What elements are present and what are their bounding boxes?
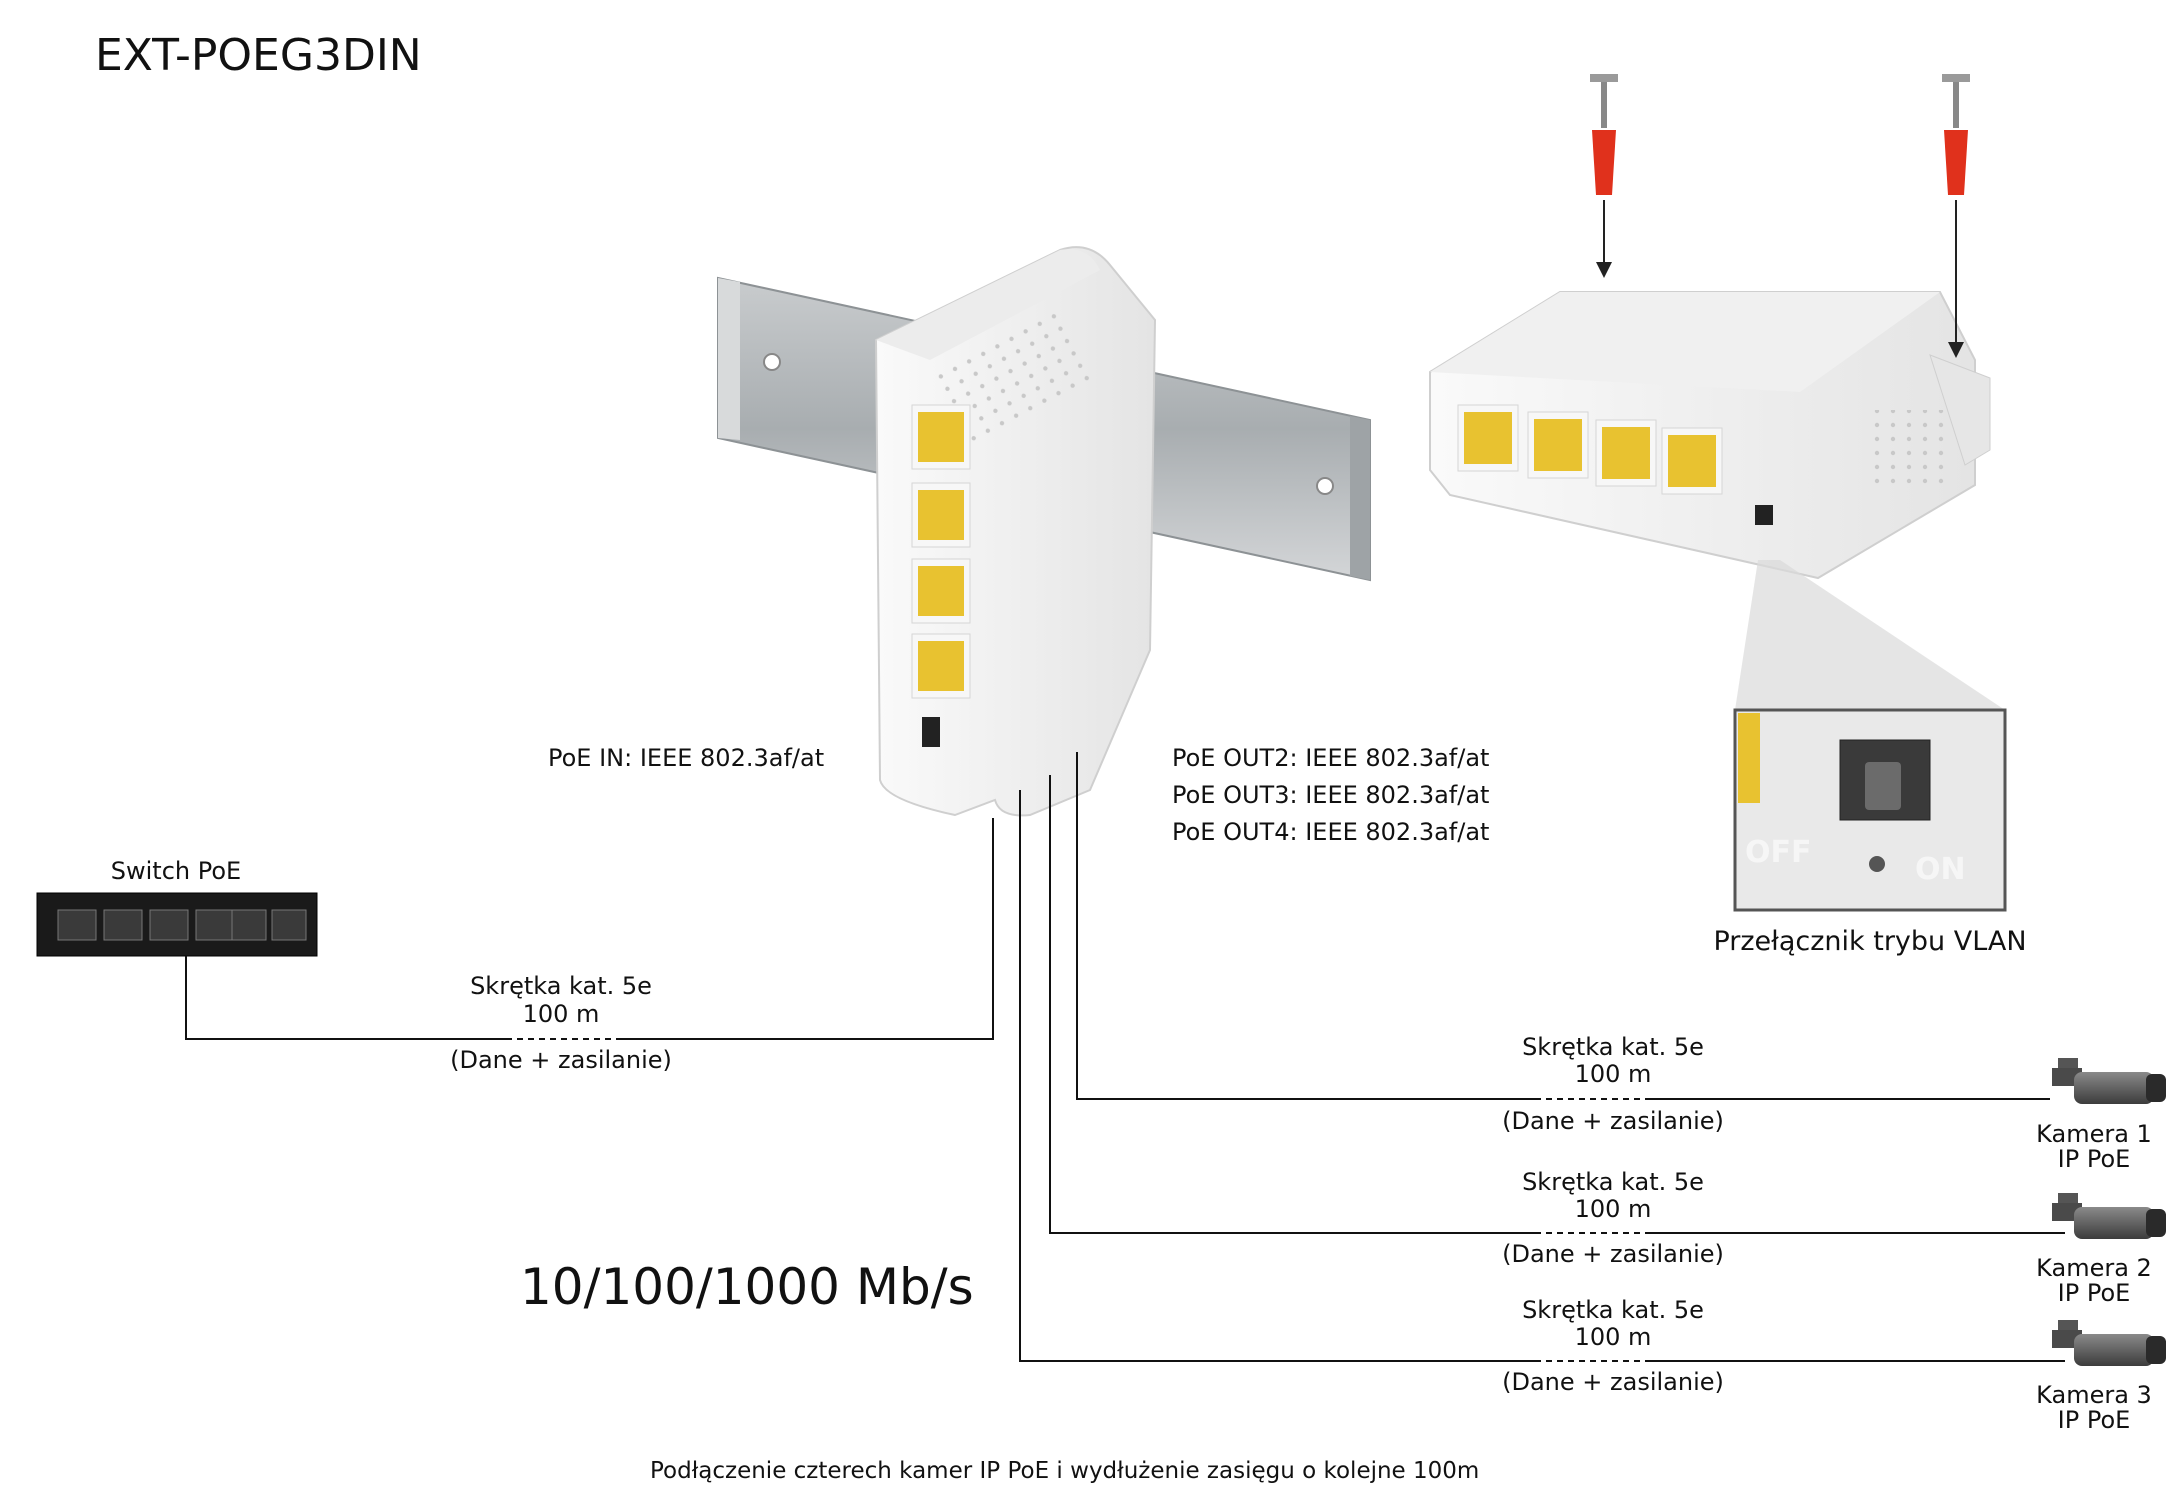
- camera-2-label: Kamera 2 IP PoE: [2036, 1256, 2152, 1306]
- cable-type-label: Skrętka kat. 5e: [1522, 1033, 1704, 1061]
- cable-to-camera-3: [1019, 790, 2065, 1362]
- cable-length-label: 100 m: [522, 1000, 600, 1028]
- cable-note-label: (Dane + zasilanie): [1502, 1107, 1724, 1135]
- poe-extender-horizontal: [1429, 291, 1991, 580]
- poe-out3-label: PoE OUT3: IEEE 802.3af/at: [1172, 781, 1490, 809]
- camera-3-label: Kamera 3 IP PoE: [2036, 1383, 2152, 1433]
- rj45-port-vertical: [911, 633, 971, 699]
- poe-out2-label: PoE OUT2: IEEE 802.3af/at: [1172, 744, 1490, 772]
- cable-type-label: Skrętka kat. 5e: [470, 972, 652, 1000]
- camera-type: IP PoE: [2057, 1406, 2131, 1434]
- vlan-switch-inset: [1733, 708, 2007, 912]
- rj45-port-horizontal: [1595, 419, 1657, 487]
- cable-note-label: (Dane + zasilanie): [450, 1046, 672, 1074]
- arrow-down-icon: [1948, 342, 1964, 358]
- poe-extender-vertical: [874, 246, 1157, 817]
- cable-note-label: (Dane + zasilanie): [1502, 1368, 1724, 1396]
- speed-label: 10/100/1000 Mb/s: [520, 1258, 974, 1316]
- camera-3-icon: [2052, 1320, 2166, 1366]
- rj45-port-horizontal: [1527, 411, 1589, 479]
- bottom-caption: Podłączenie czterech kamer IP PoE i wydł…: [650, 1458, 1480, 1484]
- vlan-off-mark: OFF: [1745, 835, 1812, 870]
- vlan-switch-label: Przełącznik trybu VLAN: [1713, 926, 2027, 957]
- cable-to-camera-1: [1076, 752, 2050, 1100]
- cable-type-label: Skrętka kat. 5e: [1522, 1168, 1704, 1196]
- cable-length-label: 100 m: [1574, 1060, 1652, 1088]
- vlan-on-mark: ON: [1915, 852, 1966, 887]
- cable-to-camera-2: [1049, 775, 2065, 1234]
- camera-1-label: Kamera 1 IP PoE: [2036, 1122, 2152, 1172]
- camera-type: IP PoE: [2057, 1279, 2131, 1307]
- rj45-port-vertical: [911, 404, 971, 470]
- cable-switch-to-extender: [185, 818, 994, 1040]
- rj45-port-vertical: [911, 558, 971, 624]
- rj45-port-horizontal: [1457, 404, 1519, 472]
- switch-poe-label: Switch PoE: [110, 857, 242, 885]
- vlan-switch-small: [922, 717, 940, 747]
- wall-dowel-1: [1590, 74, 1618, 278]
- vlan-switch-small: [1755, 505, 1773, 525]
- camera-type: IP PoE: [2057, 1145, 2131, 1173]
- camera-2-icon: [2052, 1193, 2166, 1239]
- arrow-down-icon: [1596, 262, 1612, 278]
- zoom-funnel: [1735, 560, 2005, 710]
- camera-name: Kamera 3: [2036, 1381, 2152, 1409]
- camera-name: Kamera 2: [2036, 1254, 2152, 1282]
- poe-in-label: PoE IN: IEEE 802.3af/at: [548, 744, 825, 772]
- rj45-port-horizontal: [1661, 427, 1723, 495]
- cable-note-label: (Dane + zasilanie): [1502, 1240, 1724, 1268]
- rj45-port-vertical: [911, 482, 971, 548]
- cable-type-label: Skrętka kat. 5e: [1522, 1296, 1704, 1324]
- camera-name: Kamera 1: [2036, 1120, 2152, 1148]
- page-title: EXT-POEG3DIN: [95, 30, 422, 81]
- wall-dowel-2: [1942, 74, 1970, 358]
- poe-out4-label: PoE OUT4: IEEE 802.3af/at: [1172, 818, 1490, 846]
- cable-length-label: 100 m: [1574, 1195, 1652, 1223]
- camera-1-icon: [2052, 1058, 2166, 1104]
- switch-poe-device: [36, 892, 318, 957]
- cable-length-label: 100 m: [1574, 1323, 1652, 1351]
